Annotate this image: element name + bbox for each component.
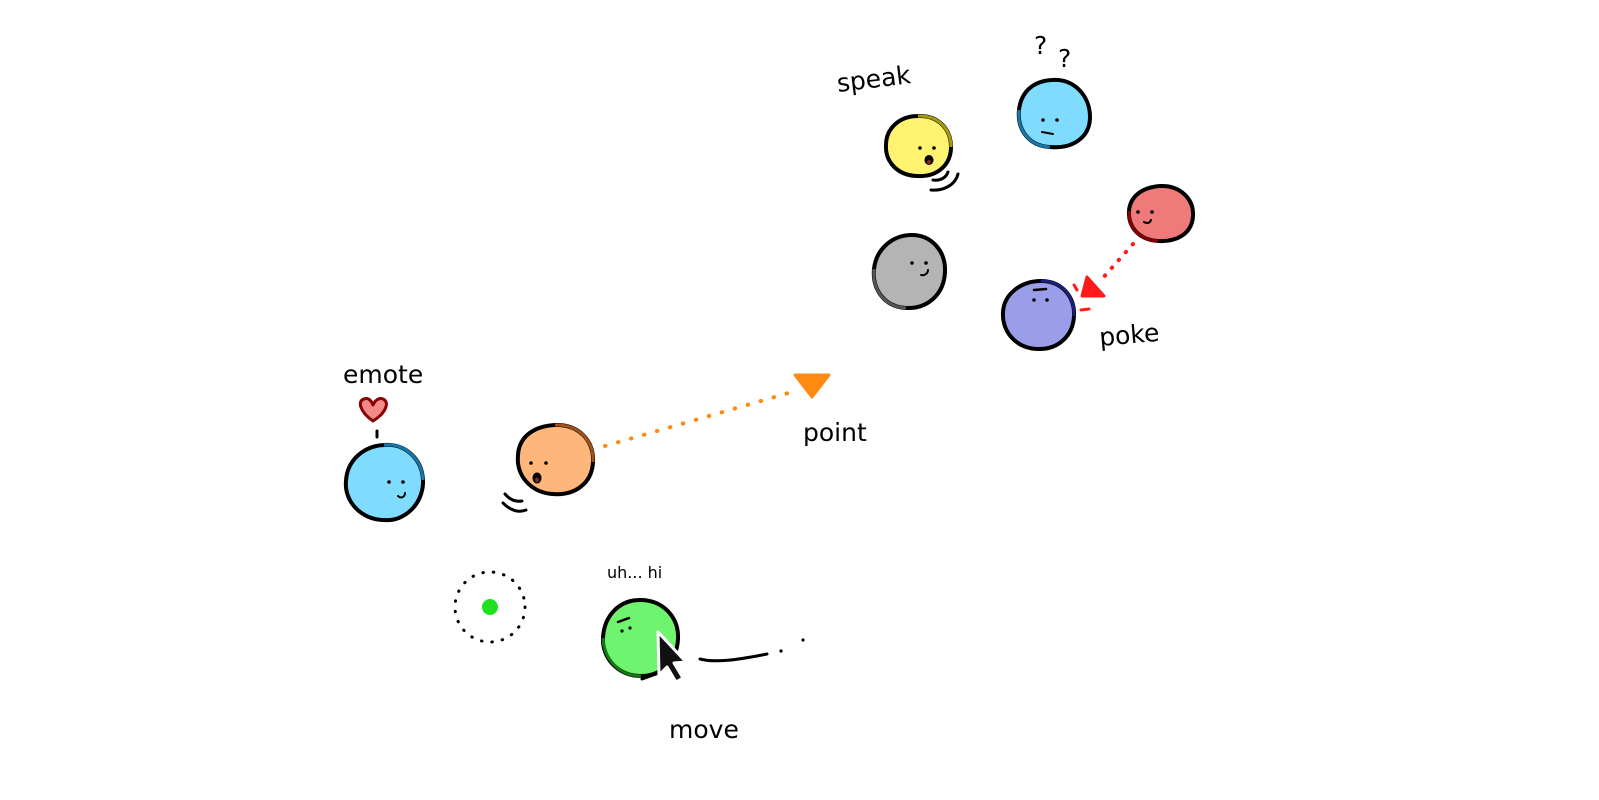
sound-waves-icon [929, 170, 960, 192]
move-trail [698, 638, 805, 663]
poke-label: poke [1098, 318, 1160, 352]
poke-arrow [1072, 242, 1135, 312]
emote-label: emote [343, 360, 423, 389]
orange-blob-pointing [515, 422, 596, 497]
gray-blob [871, 232, 948, 311]
speech-text: uh... hi [607, 563, 662, 582]
speak-label: speak [835, 60, 913, 98]
move-target-marker [453, 570, 527, 644]
purple-blob-poked [1000, 278, 1077, 352]
point-label: point [803, 418, 867, 447]
point-arrow [603, 373, 831, 448]
question-mark-icon: ? [1034, 31, 1047, 60]
svg-text:?: ? [1034, 31, 1047, 60]
question-mark-icon: ? [1058, 44, 1071, 73]
blue-blob-emote [343, 442, 426, 523]
svg-text:?: ? [1058, 44, 1071, 73]
yellow-blob-speaking [883, 113, 954, 179]
cursor-icon [656, 630, 688, 684]
move-label: move [669, 715, 739, 744]
heart-icon [358, 397, 388, 439]
blue-blob-confused [1016, 77, 1093, 150]
red-blob-poking [1126, 183, 1196, 244]
sound-waves-icon [501, 492, 528, 513]
